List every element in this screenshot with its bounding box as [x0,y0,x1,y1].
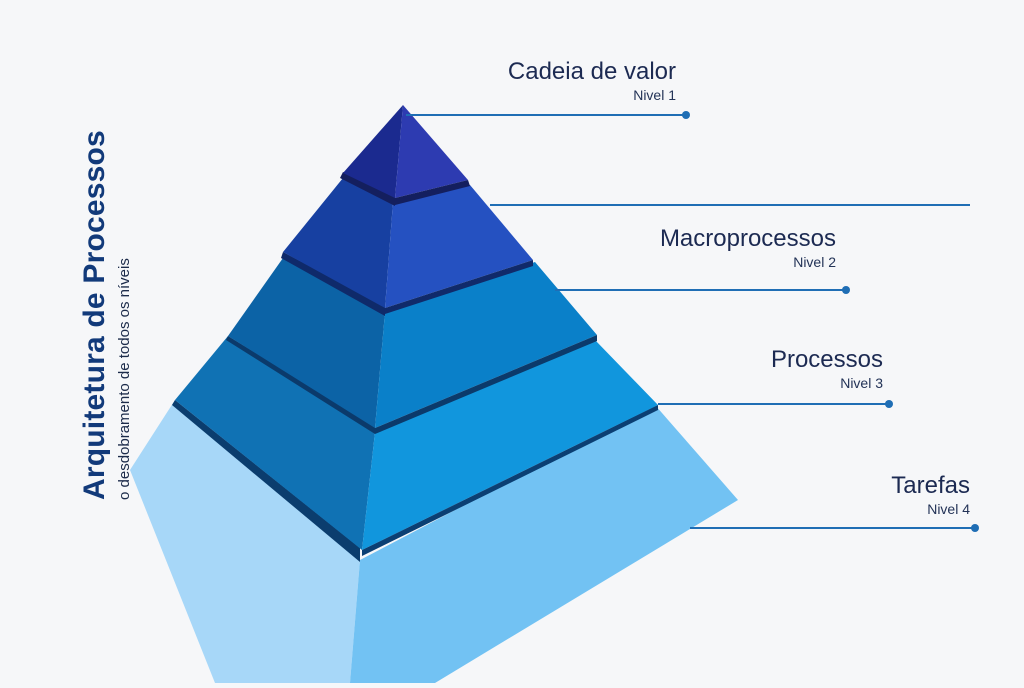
level-3-number: Nivel 3 [840,375,883,391]
pyramid-tier-base [130,400,738,683]
level-4-number: Nivel 4 [927,501,970,517]
tier-1-edge [395,180,470,205]
side-title-sub: o desdobramento de todos os níveis [116,258,133,500]
level-1-label: Cadeia de valor Nivel 1 [508,58,676,104]
tier-base-left-face [130,400,360,683]
tier-1-shadow [340,172,395,206]
leader-dot-level-2 [842,286,850,294]
side-title: Arquitetura de Processos o desdobramento… [78,80,158,500]
tier-4-edge [362,405,658,556]
level-3-name: Processos [770,346,883,373]
leader-lines [406,111,979,532]
level-2-number: Nivel 2 [793,254,836,270]
pyramid-tier-1 [340,105,470,206]
side-title-main: Arquitetura de Processos [78,130,111,500]
tier-4-shadow [172,400,360,562]
pyramid-tier-4 [172,336,658,562]
level-4-label: Tarefas Nivel 4 [891,472,970,518]
level-4-name: Tarefas [891,472,970,499]
tier-2-edge [385,260,533,314]
leader-dot-level-4 [971,524,979,532]
level-3-label: Processos Nivel 3 [771,346,883,392]
tier-base-right-face [350,405,738,683]
leader-dot-level-1 [682,111,690,119]
leader-dot-level-3 [885,400,893,408]
level-1-name: Cadeia de valor [507,58,676,85]
pyramid-tier-2 [281,178,533,316]
pyramid-tier-3 [226,258,597,434]
level-2-name: Macroprocessos [659,225,836,252]
level-1-number: Nivel 1 [633,87,676,103]
tier-3-left-face [228,258,385,428]
tier-3-shadow [226,336,375,434]
tier-3-right-face [375,262,597,428]
tier-4-right-face [362,340,658,550]
tier-1-right-face [395,105,468,198]
tier-1-left-face [343,105,403,198]
tier-2-left-face [283,178,393,308]
tier-2-shadow [281,252,385,316]
tier-4-left-face [175,336,375,550]
level-2-label: Macroprocessos Nivel 2 [660,225,836,271]
tier-2-right-face [385,185,533,308]
tier-3-edge [375,335,597,434]
